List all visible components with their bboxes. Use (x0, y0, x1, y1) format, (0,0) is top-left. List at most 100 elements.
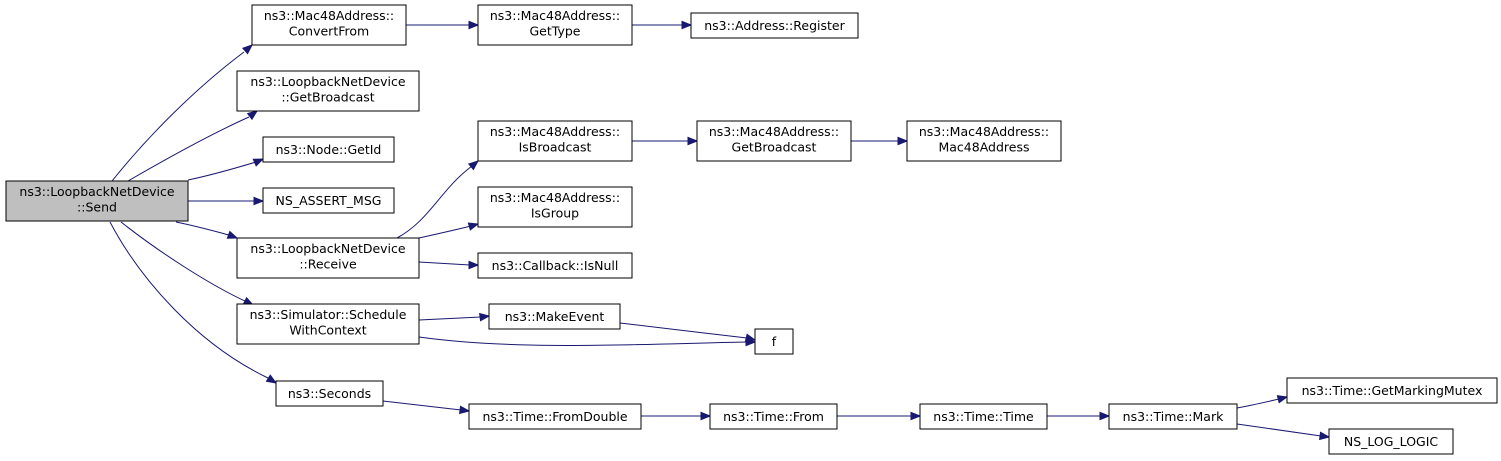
node-label: GetBroadcast (732, 140, 817, 155)
node-label: NS_LOG_LOGIC (1344, 434, 1439, 449)
arrowhead-icon (226, 230, 239, 239)
arrowhead-icon (252, 158, 265, 167)
node-box (477, 186, 633, 228)
arrowhead-icon (246, 110, 259, 121)
node-label: ns3::Mac48Address:: (264, 8, 394, 23)
edge-gettype-to-register (632, 20, 693, 30)
edge-line (1236, 398, 1280, 409)
node-label: ns3::Mac48Address:: (919, 124, 1049, 139)
node-box (5, 180, 189, 222)
edge-seconds-to-fromdouble (382, 400, 471, 415)
node-box (477, 4, 633, 46)
node-label: NS_ASSERT_MSG (276, 193, 382, 208)
node-box (236, 303, 420, 345)
node-label: IsGroup (531, 206, 579, 221)
edge-line (1236, 423, 1322, 437)
node-mutex[interactable]: ns3::Time::GetMarkingMutex (1286, 377, 1498, 404)
node-box (251, 4, 407, 46)
node-isgroup[interactable]: ns3::Mac48Address::IsGroup (477, 186, 633, 228)
node-label: ns3::LoopbackNetDevice (19, 184, 174, 199)
node-register[interactable]: ns3::Address::Register (690, 12, 859, 39)
edge-layer (109, 20, 1331, 441)
node-box (477, 120, 633, 162)
node-box (236, 70, 420, 112)
arrowhead-icon (265, 374, 278, 384)
node-loglogic[interactable]: NS_LOG_LOGIC (1328, 428, 1454, 455)
node-mac_getbcast[interactable]: ns3::Mac48Address::GetBroadcast (696, 120, 852, 162)
node-label: ns3::MakeEvent (505, 309, 605, 324)
arrowhead-icon (253, 196, 265, 206)
node-label: ConvertFrom (289, 24, 369, 39)
edge-send-to-seconds (109, 221, 278, 384)
edge-mac_getbcast-to-mac48address (851, 136, 909, 146)
node-label: GetType (530, 24, 581, 39)
node-assert[interactable]: NS_ASSERT_MSG (262, 187, 395, 214)
node-label: ns3::Address::Register (704, 18, 845, 33)
arrowhead-icon (467, 160, 480, 171)
arrowhead-icon (459, 405, 471, 415)
arrowhead-icon (681, 20, 693, 30)
node-box (488, 303, 621, 330)
node-label: IsBroadcast (519, 140, 592, 155)
node-gettype[interactable]: ns3::Mac48Address::GetType (477, 4, 633, 46)
edge-line (396, 165, 473, 239)
edge-mark-to-mutex (1236, 395, 1289, 409)
arrowhead-icon (479, 312, 491, 322)
edge-send-to-getid (187, 158, 265, 181)
node-send[interactable]: ns3::LoopbackNetDevice::Send (5, 180, 189, 222)
edge-line (382, 400, 462, 411)
node-mac48address[interactable]: ns3::Mac48Address::Mac48Address (906, 120, 1062, 162)
node-label: WithContext (289, 323, 366, 338)
node-time[interactable]: ns3::Time::Time (919, 403, 1048, 430)
node-box (1286, 377, 1498, 404)
node-getid[interactable]: ns3::Node::GetId (262, 136, 395, 163)
edge-line (418, 225, 472, 239)
edge-schedule-to-f (418, 336, 757, 347)
arrowhead-icon (1099, 411, 1111, 421)
edge-fromdouble-to-from (641, 411, 712, 421)
node-label: ns3::Seconds (288, 386, 371, 401)
arrowhead-icon (910, 411, 922, 421)
node-f[interactable]: f (754, 328, 794, 355)
edge-line (120, 221, 248, 303)
node-lnd_getbcast[interactable]: ns3::LoopbackNetDevice::GetBroadcast (236, 70, 420, 112)
node-fromdouble[interactable]: ns3::Time::FromDouble (468, 403, 642, 430)
node-label: ns3::Callback::IsNull (492, 258, 619, 273)
node-box (690, 12, 859, 39)
node-label: Mac48Address (938, 140, 1029, 155)
node-box (754, 328, 794, 355)
edge-send-to-assert (188, 196, 265, 206)
node-box (236, 237, 420, 279)
arrowhead-icon (467, 222, 480, 231)
edge-line (187, 161, 257, 181)
edge-line (175, 221, 230, 236)
node-seconds[interactable]: ns3::Seconds (275, 380, 384, 407)
node-mark[interactable]: ns3::Time::Mark (1108, 403, 1238, 430)
edge-time-to-mark (1047, 411, 1111, 421)
edge-isbroadcast-to-mac_getbcast (632, 136, 699, 146)
node-box (262, 187, 395, 214)
node-box (709, 403, 838, 430)
node-label: ::GetBroadcast (281, 90, 374, 105)
node-convertfrom[interactable]: ns3::Mac48Address::ConvertFrom (251, 4, 407, 46)
node-makeevent[interactable]: ns3::MakeEvent (488, 303, 621, 330)
edge-receive-to-isbroadcast (396, 160, 480, 239)
arrowhead-icon (468, 20, 480, 30)
node-from[interactable]: ns3::Time::From (709, 403, 838, 430)
arrowhead-icon (1319, 431, 1331, 441)
node-receive[interactable]: ns3::LoopbackNetDevice::Receive (236, 237, 420, 279)
node-label: ::Receive (299, 257, 357, 272)
arrowhead-icon (1276, 395, 1289, 404)
edge-send-to-convertfrom (111, 44, 254, 182)
edge-line (418, 336, 748, 347)
node-isbroadcast[interactable]: ns3::Mac48Address::IsBroadcast (477, 120, 633, 162)
node-box (468, 403, 642, 430)
node-isnull[interactable]: ns3::Callback::IsNull (477, 252, 633, 279)
edge-receive-to-isgroup (418, 222, 480, 239)
node-box (262, 136, 395, 163)
node-box (919, 403, 1048, 430)
node-layer: ns3::LoopbackNetDevice::Send ns3::Mac48Ad… (5, 4, 1498, 455)
node-label: ns3::Time::Mark (1123, 409, 1224, 424)
